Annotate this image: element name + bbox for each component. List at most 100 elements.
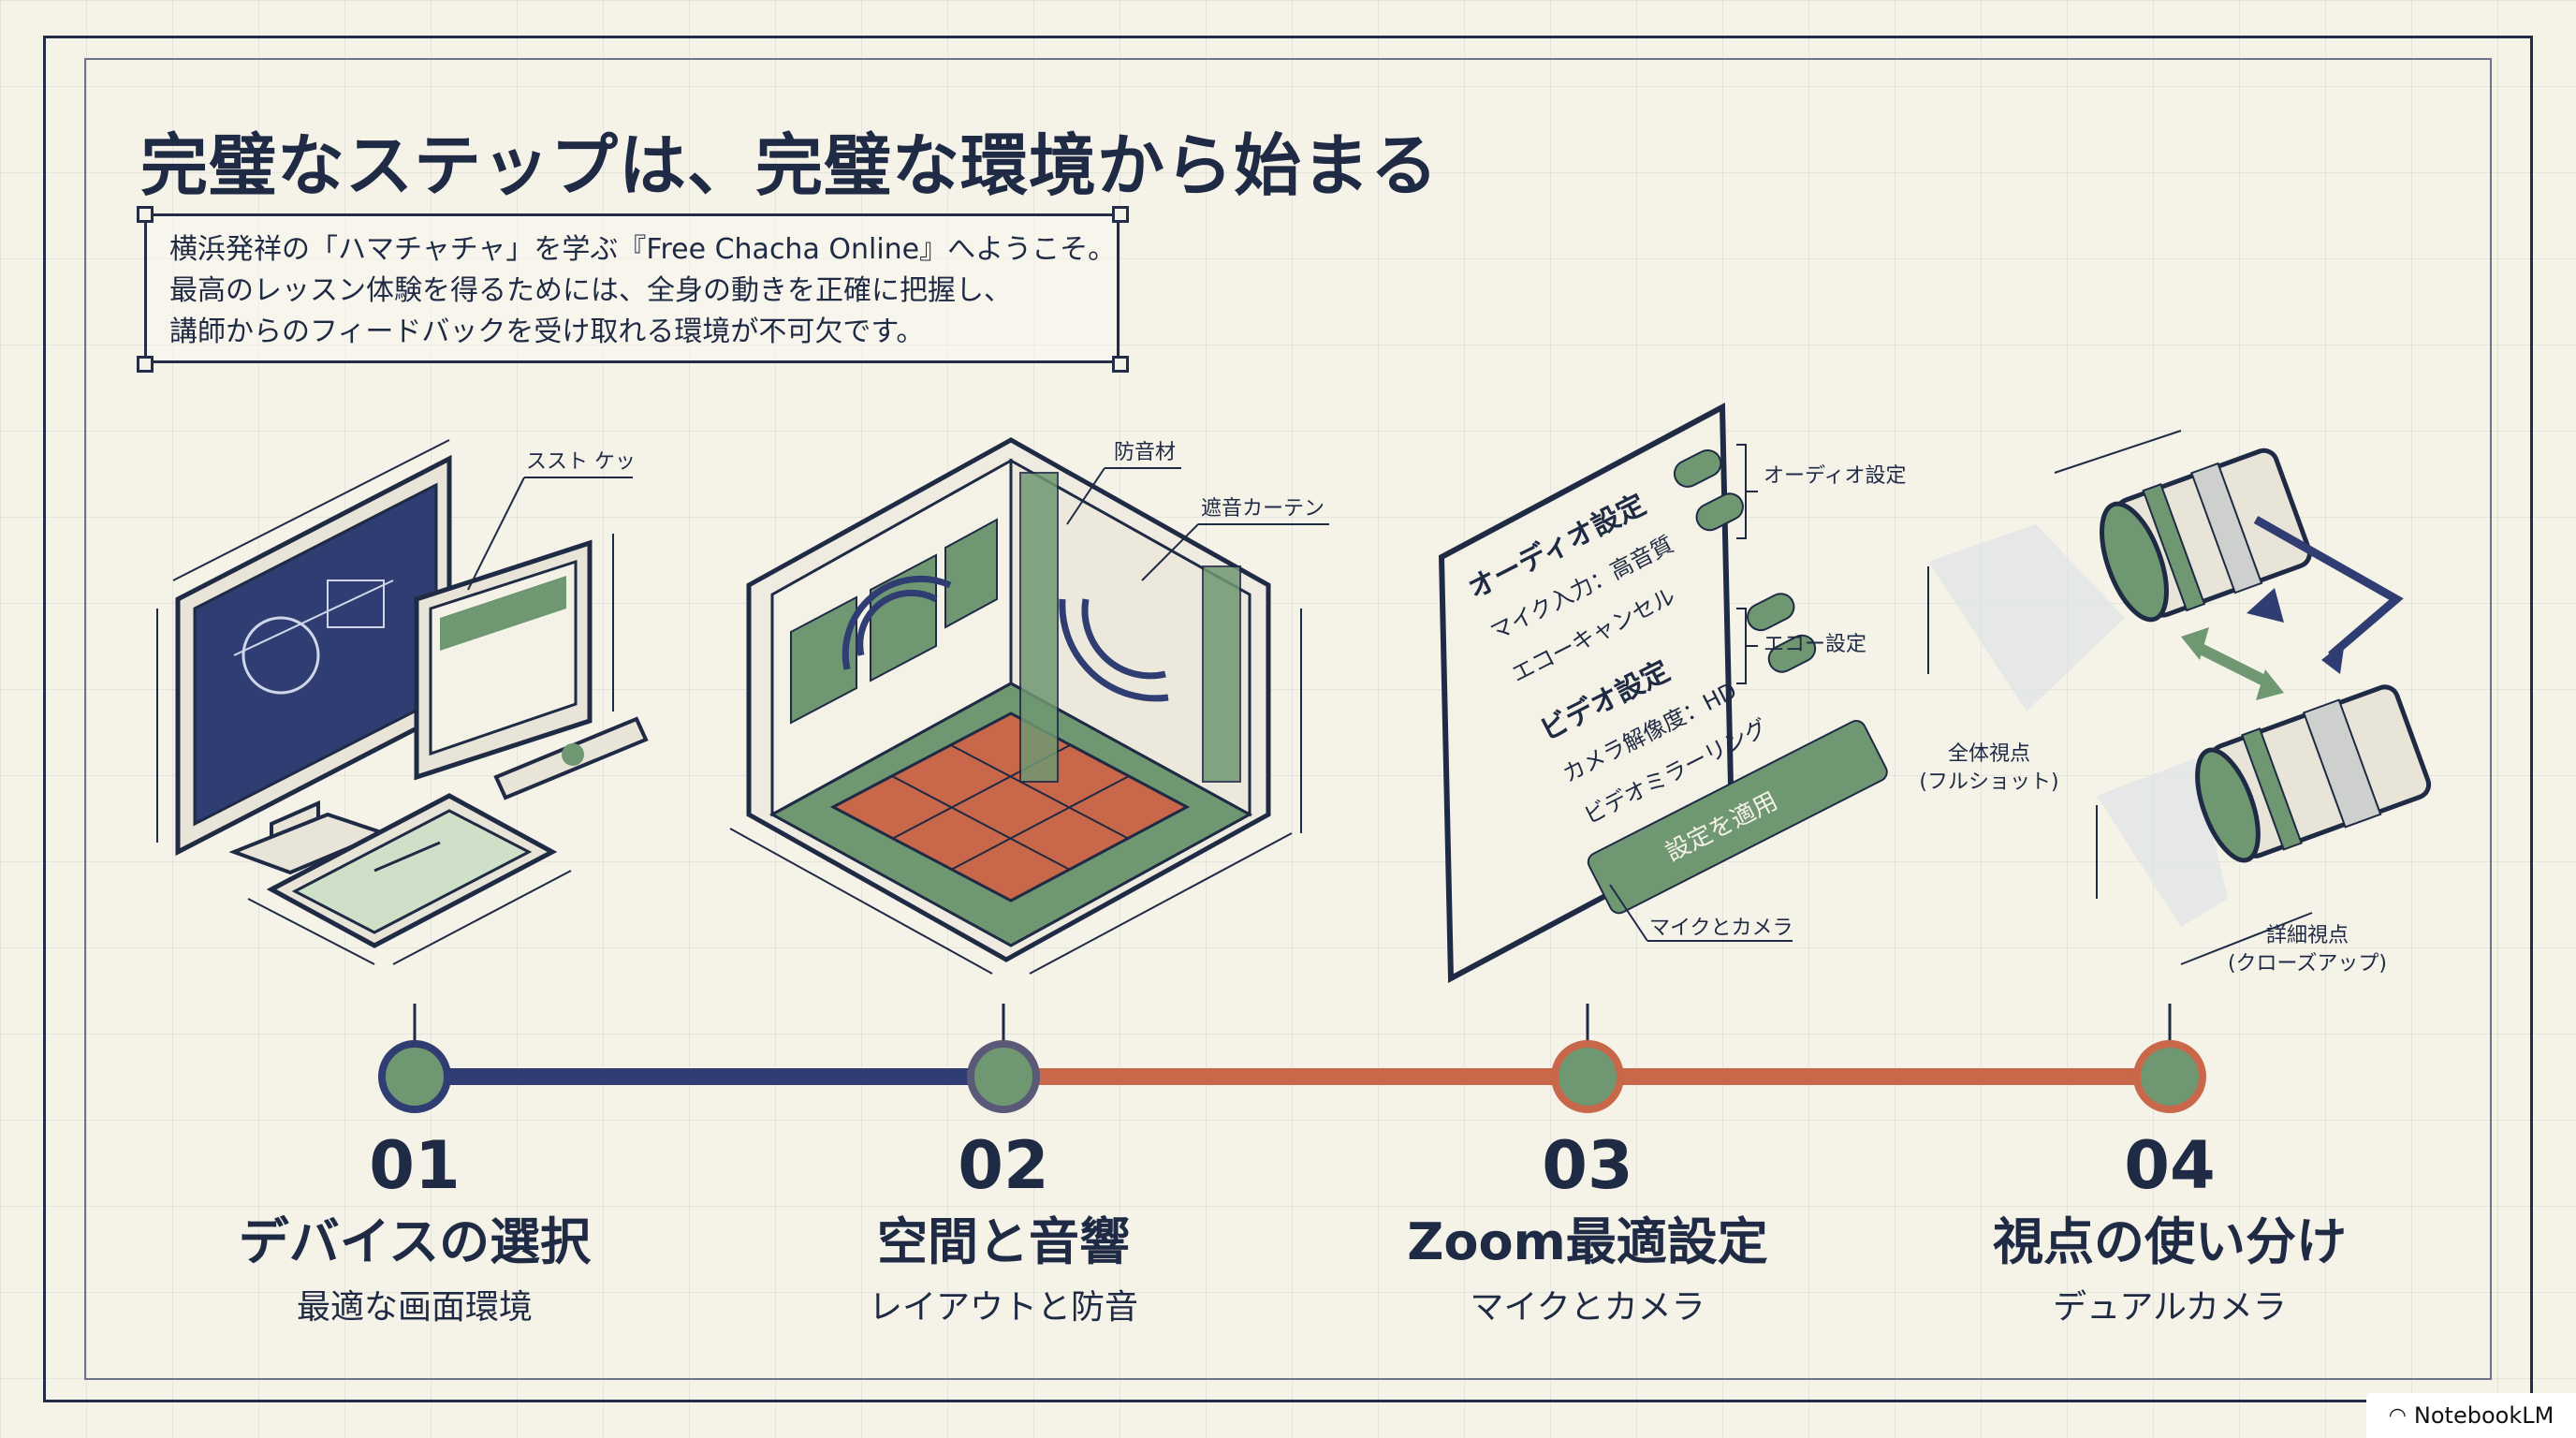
- step-number: 02: [958, 1127, 1049, 1204]
- video-toggle: [1747, 593, 1795, 632]
- step-title: 空間と音響: [877, 1212, 1130, 1271]
- apply-settings-button: [1587, 720, 1888, 915]
- notebooklm-watermark: ◠ NotebookLM: [2366, 1393, 2576, 1438]
- callout-full-view: 全体視点: [1948, 742, 2030, 766]
- camera-2: [2195, 684, 2432, 863]
- timeline-node-2: [967, 1040, 1040, 1113]
- callout-leader-curtain: [1141, 523, 1199, 581]
- screen-circle: [242, 616, 320, 695]
- step-number: 04: [2124, 1127, 2216, 1204]
- audio-toggle: [1673, 448, 1722, 488]
- intro-corner-tr: [1112, 206, 1129, 223]
- screen-line: [233, 580, 394, 656]
- bracket-echo: [1736, 608, 1747, 684]
- flat-tablet-screen: [291, 809, 533, 934]
- callout-leader-soundproof: [1066, 467, 1105, 525]
- dim-line-bottom: [247, 898, 375, 965]
- intro-line-2: 最高のレッスン体験を得るためには、全身の動きを正確に把握し、: [169, 274, 1012, 307]
- dim-line-bottom-right: [392, 870, 572, 965]
- callout-audio-settings: オーディオ設定: [1764, 464, 1906, 488]
- timeline: [378, 1004, 2206, 1113]
- step-subtitle: レイアウトと防音: [868, 1288, 1138, 1327]
- step-title: Zoom最適設定: [1407, 1212, 1768, 1271]
- swap-arrow-green: [2192, 640, 2273, 689]
- step-03: 03 Zoom最適設定 マイクとカメラ: [1325, 1123, 1850, 1331]
- step-subtitle: デュアルカメラ: [2053, 1288, 2287, 1327]
- swap-arrowhead-1: [2181, 627, 2209, 660]
- camera-1-beam: [1928, 524, 2125, 712]
- mat-line-1: [891, 775, 1071, 871]
- sound-wave-2: [842, 576, 952, 670]
- intro-line-1: 横浜発祥の「ハマチャチャ」を学ぶ『Free Chacha Online』へようこ…: [169, 233, 1117, 266]
- watermark-text: NotebookLM: [2413, 1402, 2554, 1429]
- step-01: 01 デバイスの選択 最適な画面環境: [153, 1123, 677, 1331]
- timeline-node-1: [378, 1040, 451, 1113]
- mic-toggle: [1695, 492, 1744, 532]
- mat-line-4: [950, 775, 1130, 871]
- camera-1-lens: [2100, 501, 2169, 623]
- camera-2-ring: [2241, 727, 2303, 851]
- intro-corner-tl: [137, 206, 154, 223]
- callout-close-up: (クローズアップ): [2228, 952, 2387, 976]
- camera-1-dim-top: [2054, 430, 2182, 474]
- callout-detail-view: 詳細視点: [2266, 924, 2349, 947]
- camera-2-lens: [2195, 747, 2261, 863]
- callout-mic-camera: マイクとカメラ: [1649, 917, 1793, 940]
- phone-avatar: [562, 743, 584, 766]
- devices-illustration: ススト ケッ: [156, 439, 649, 965]
- inner-frame: [84, 58, 2492, 1380]
- camera-2-grip: [2302, 698, 2382, 829]
- camera-1-ring: [2142, 483, 2206, 612]
- room-dim-bottom-right: [1029, 832, 1293, 975]
- callout-curtain: 遮音カーテン: [1201, 497, 1325, 521]
- bracket-audio: [1736, 444, 1747, 539]
- camera-2-dim-bottom: [2180, 912, 2313, 965]
- switch-arrowhead-2: [2321, 641, 2345, 674]
- dim-line-top: [172, 439, 450, 581]
- outer-frame: [43, 36, 2533, 1402]
- tablet-header: [440, 576, 566, 651]
- zoom-panel-illustration: オーディオ設定 マイク入力：高音質 エコーキャンセル ビデオ設定 カメラ解像度：…: [1438, 403, 1906, 983]
- swap-arrowhead-2: [2256, 669, 2284, 700]
- camera-1: [2100, 448, 2312, 623]
- callout-full-shot: (フルショット): [1919, 770, 2058, 794]
- step-number: 01: [369, 1127, 461, 1204]
- mat-line-2: [950, 744, 1130, 840]
- page-title: 完璧なステップは、完璧な環境から始まる: [140, 126, 1440, 205]
- intro-line-3: 講師からのフィードバックを受け取れる環境が不可欠です。: [169, 315, 925, 348]
- callout-leader-mic-camera: [1609, 884, 1648, 942]
- room-illustration: 防音材 遮音カーテン: [729, 437, 1329, 975]
- curtain-left: [1019, 472, 1059, 783]
- sound-wave-3: [1081, 598, 1166, 680]
- switch-arrow-navy: [2253, 516, 2404, 659]
- flat-tablet-figure: [373, 841, 441, 873]
- intro-box: 横浜発祥の「ハマチャチャ」を学ぶ『Free Chacha Online』へようこ…: [144, 213, 1120, 363]
- notebooklm-logo-icon: ◠: [2388, 1403, 2407, 1428]
- callout-echo-settings: エコー設定: [1764, 633, 1866, 656]
- step-title: 視点の使い分け: [1993, 1212, 2347, 1271]
- acoustic-panel-1: [790, 595, 857, 725]
- camera-2-beam: [2097, 758, 2228, 927]
- sound-wave-1: [856, 589, 938, 656]
- step-subtitle: 最適な画面環境: [296, 1288, 533, 1327]
- switch-arrowhead-1: [2247, 588, 2284, 623]
- camera-1-grip: [2190, 462, 2263, 594]
- sound-wave-4: [1059, 598, 1169, 702]
- timeline-node-3: [1551, 1040, 1624, 1113]
- callout-leader-stand: [467, 477, 525, 591]
- step-subtitle: マイクとカメラ: [1470, 1288, 1705, 1327]
- curtain-right: [1202, 565, 1241, 783]
- step-04: 04 視点の使い分け デュアルカメラ: [1908, 1123, 2432, 1331]
- step-number: 03: [1542, 1127, 1633, 1204]
- screen-rect: [327, 580, 385, 628]
- intro-corner-br: [1112, 356, 1129, 373]
- cameras-illustration: 全体視点 (フルショット) 詳細視点 (クローズアップ): [1919, 430, 2432, 976]
- timeline-node-4: [2133, 1040, 2206, 1113]
- step-title: デバイスの選択: [238, 1212, 592, 1271]
- callout-device-stand: ススト ケッ: [526, 450, 636, 474]
- callout-soundproof: 防音材: [1114, 441, 1176, 464]
- intro-corner-bl: [137, 356, 154, 373]
- step-02: 02 空間と音響 レイアウトと防音: [741, 1123, 1266, 1331]
- room-dim-bottom: [729, 828, 993, 975]
